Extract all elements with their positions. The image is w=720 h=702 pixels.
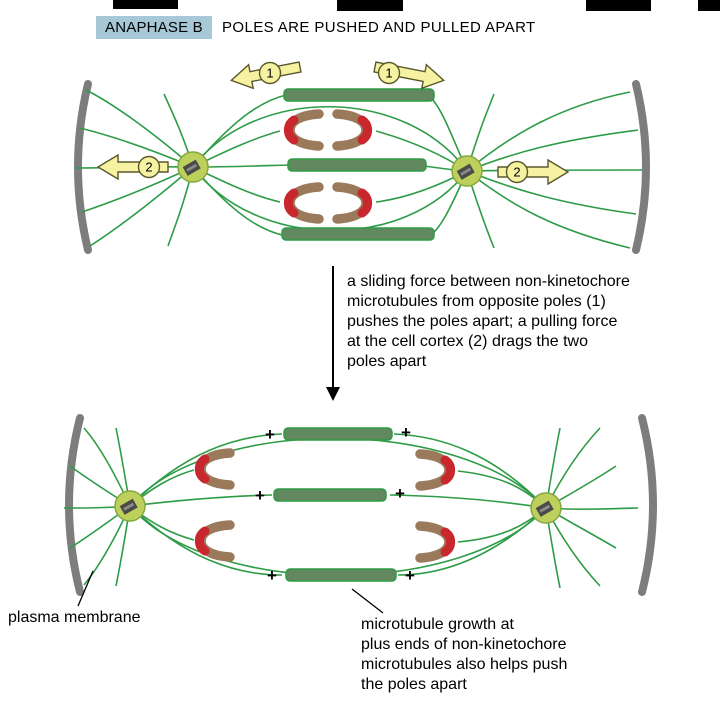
plasma-membrane-leader-line: [77, 570, 94, 607]
force-1-circle-right: [377, 61, 401, 85]
overlap-bar: [283, 427, 393, 441]
overlap-bar: [273, 488, 387, 502]
force-1-circle-left: [258, 61, 282, 85]
plus-end-label: +: [265, 425, 275, 444]
microtubule-growth-leader-line: [351, 588, 384, 614]
spindle-pole-left-top: [177, 151, 209, 183]
force-1-label: 1: [385, 66, 392, 81]
chromosome: [199, 525, 230, 557]
force-2-circle-right: [505, 160, 529, 184]
chromosome: [288, 114, 319, 146]
overlap-microtubule-bars-top: [281, 88, 435, 241]
overlap-bar: [285, 568, 397, 582]
cell-cortex-left-arc-top: [74, 80, 92, 254]
spindle-pole-right-bottom: [530, 492, 562, 524]
overlap-bar: [281, 227, 435, 241]
force-2-label: 2: [513, 165, 520, 180]
chromosome: [337, 114, 368, 146]
overlap-microtubule-bars-bottom: [273, 427, 397, 582]
plus-end-label: +: [401, 423, 411, 442]
cell-cortex-right-arc-bottom: [638, 414, 657, 596]
force-2-circle-left: [137, 155, 161, 179]
top-cell-diagram: 1 1 2 2: [74, 54, 650, 254]
plasma-membrane-label: plasma membrane: [8, 609, 141, 626]
cell-cortex-left-arc-bottom: [65, 414, 84, 596]
figure-title: POLES ARE PUSHED AND PULLED APART: [222, 19, 536, 36]
microtubule-growth-annotation: microtubule growth at plus ends of non-k…: [361, 616, 568, 693]
sliding-force-annotation: a sliding force between non-kinetochore …: [347, 273, 630, 370]
bottom-cell-diagram: + + + + + +: [63, 414, 657, 614]
plus-end-label: +: [405, 566, 415, 585]
spindle-pole-left-bottom: [114, 490, 146, 522]
chromosome: [420, 454, 451, 486]
force-1-label: 1: [266, 66, 273, 81]
force-2-label: 2: [145, 160, 152, 175]
chromosome: [337, 187, 368, 219]
chromosome: [420, 526, 451, 558]
cropped-title-fragments: [113, 0, 720, 11]
plus-end-label: +: [395, 484, 405, 503]
transition-arrow: [326, 266, 340, 401]
spindle-pole-right-top: [451, 155, 483, 187]
chromosome: [199, 453, 230, 485]
plus-end-label: +: [255, 486, 265, 505]
plus-end-labels: + + + + + +: [255, 423, 415, 585]
overlap-bar: [287, 158, 427, 172]
overlap-bar: [283, 88, 435, 102]
cell-cortex-right-arc-top: [632, 80, 650, 254]
chromosome: [288, 187, 319, 219]
plus-end-label: +: [267, 566, 277, 585]
anaphase-b-badge: ANAPHASE B: [96, 16, 212, 39]
